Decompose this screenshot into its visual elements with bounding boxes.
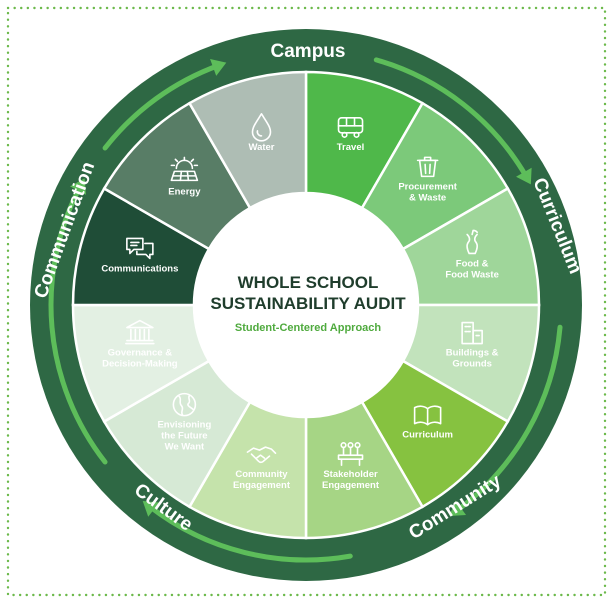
cycle-arrow-head [210, 58, 227, 76]
solar-panel-icon [170, 156, 199, 182]
cycle-arrows [48, 57, 563, 563]
trash-icon [416, 156, 439, 178]
institution-icon [125, 319, 155, 345]
segment-label: Engagement [322, 480, 380, 491]
segment-label: Governance & [108, 348, 173, 359]
cycle-arrow-line [146, 503, 353, 563]
segment-label: Grounds [452, 359, 492, 370]
center-title-line2: SUSTAINABILITY AUDIT [210, 294, 406, 313]
segment-label: Envisioning [157, 420, 211, 431]
segment-label: & Waste [409, 192, 446, 203]
cycle-arrow-line [48, 182, 108, 465]
segment-label: Decision-Making [102, 359, 178, 370]
outer-label-campus: Campus [271, 41, 346, 62]
segment-label: Energy [168, 186, 201, 197]
segment-label: Water [248, 142, 274, 153]
center-subtitle: Student-Centered Approach [235, 322, 382, 334]
cycle-arrow-line [102, 62, 222, 151]
water-drop-icon [251, 113, 272, 142]
buildings-icon [461, 321, 483, 345]
handshake-icon [246, 446, 277, 464]
segment-label: Procurement [398, 181, 457, 192]
center-circle [194, 193, 418, 417]
globe-icon [172, 392, 197, 417]
segment-label: Buildings & [446, 348, 499, 359]
segment-governance-decision-making: Governance &Decision-Making [71, 303, 211, 424]
segment-label: Stakeholder [323, 469, 378, 480]
cycle-arrow-head [142, 501, 160, 517]
segment-label: the Future [161, 431, 207, 442]
dotted-border [6, 6, 607, 597]
segment-label: We Want [165, 442, 205, 453]
center-title-line1: WHOLE SCHOOL [238, 273, 379, 292]
segment-label: Food Waste [445, 269, 498, 280]
segment-label: Travel [337, 142, 364, 153]
cycle-arrow-line [373, 57, 530, 180]
cycle-arrow-head [516, 167, 532, 185]
segment-label: Communications [101, 263, 178, 274]
people-table-icon [337, 442, 364, 466]
cycle-arrow-head [70, 178, 86, 195]
cycle-arrow-line [453, 324, 563, 514]
segment-label: Community [235, 469, 288, 480]
book-icon [413, 405, 442, 426]
segment-label: Engagement [233, 480, 291, 491]
chat-icon [126, 237, 154, 260]
segment-label: Food & [456, 258, 489, 269]
segment-label: Curriculum [402, 430, 453, 441]
cycle-arrow-head [449, 500, 467, 517]
bus-icon [337, 117, 364, 138]
apple-core-icon [466, 229, 479, 255]
